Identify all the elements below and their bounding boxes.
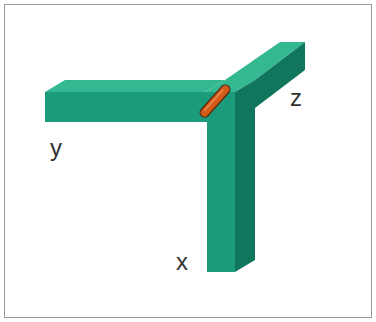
- y-arm-front: [45, 92, 210, 122]
- axis-label: x: [176, 250, 188, 274]
- y-arm-top: [45, 80, 225, 92]
- orange-rod: [198, 83, 231, 119]
- x-arm-front: [207, 92, 235, 272]
- axis-label: z: [290, 86, 302, 110]
- axis-label: y: [50, 136, 62, 160]
- frame: [5, 5, 372, 318]
- x-arm-side: [235, 80, 255, 272]
